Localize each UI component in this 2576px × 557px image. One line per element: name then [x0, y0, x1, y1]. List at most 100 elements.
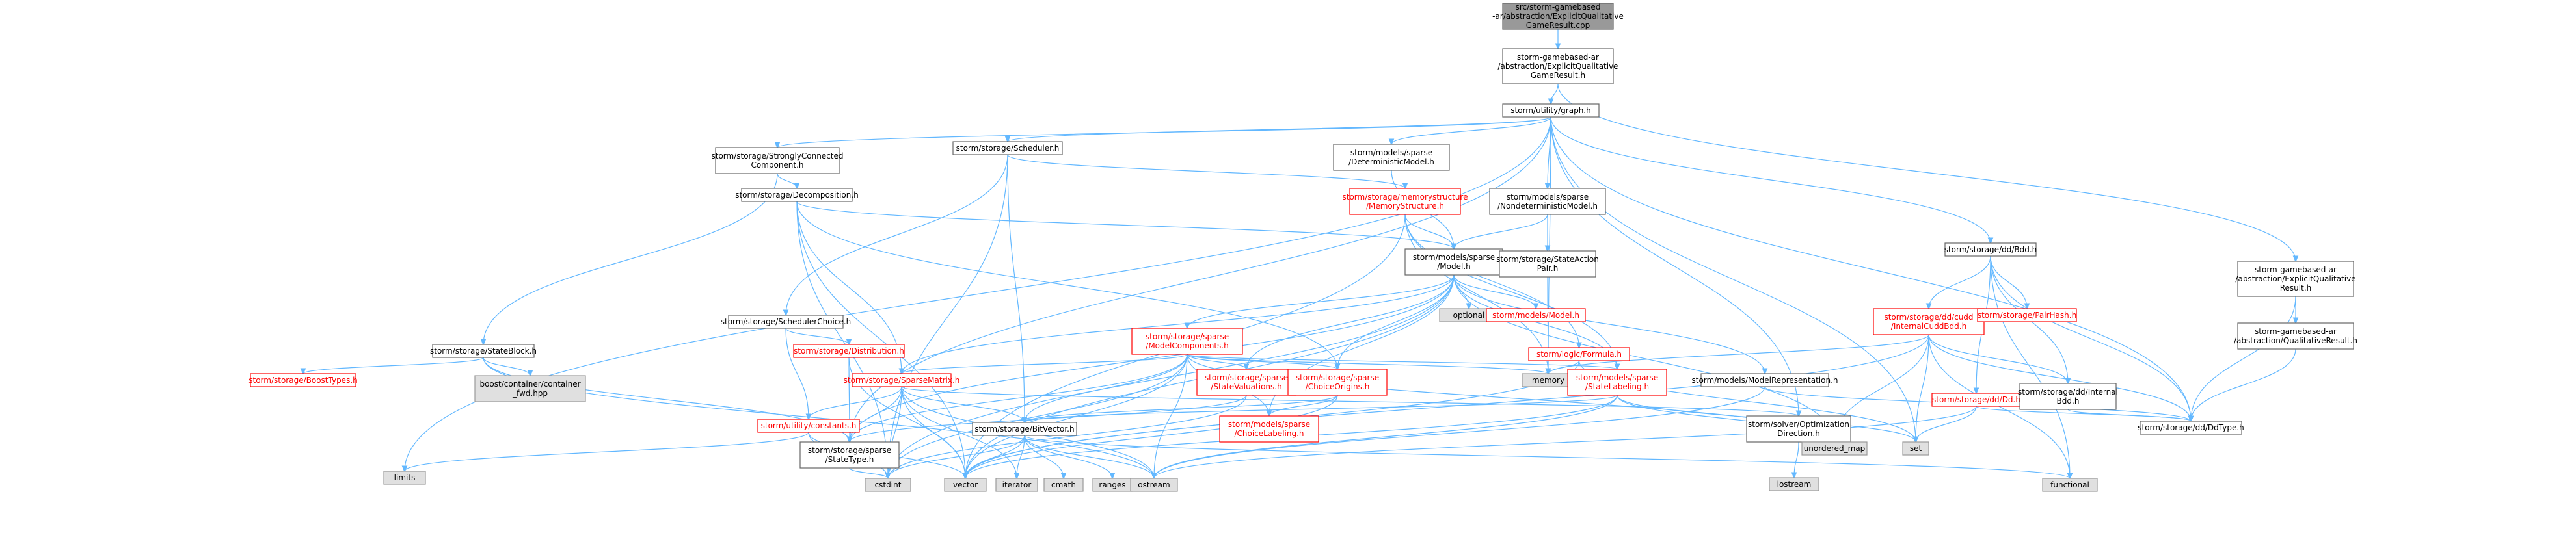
node-mcomp[interactable]: storm/storage/sparse/ModelComponents.h	[1131, 328, 1243, 355]
node-box	[741, 188, 853, 202]
node-box	[944, 478, 987, 492]
node-label-line: storm/models/sparse	[1413, 253, 1495, 262]
node-label-line: storm/models/sparse	[1350, 148, 1432, 157]
node-iterator: iterator	[995, 478, 1038, 492]
edge-schoice-to-constants	[785, 328, 809, 419]
node-label-line: /InternalCuddBdd.h	[1891, 322, 1966, 331]
node-sblock[interactable]: storm/storage/StateBlock.h	[430, 344, 537, 358]
node-modelh[interactable]: storm/models/Model.h	[1486, 308, 1586, 322]
edge-scc-to-sblock	[483, 173, 778, 344]
node-label-line: storm/storage/sparse	[808, 446, 891, 455]
node-boosttypes[interactable]: storm/storage/BoostTypes.h	[248, 373, 358, 387]
node-schoice[interactable]: storm/storage/SchedulerChoice.h	[721, 315, 852, 329]
edge-mem-to-model	[1404, 214, 1454, 249]
node-corig[interactable]: storm/storage/sparse/ChoiceOrigins.h	[1287, 369, 1388, 396]
edge-sched-to-bitvec	[1007, 154, 1025, 422]
node-bitvec[interactable]: storm/storage/BitVector.h	[972, 422, 1077, 436]
node-label-line: storm/storage/BoostTypes.h	[248, 376, 358, 385]
node-label-line: Bdd.h	[2057, 396, 2080, 406]
edge-bdd-to-pairhash	[1990, 255, 2027, 309]
node-ranges: ranges	[1092, 478, 1133, 492]
edge-model-to-modelh	[1453, 274, 1536, 309]
edge-bdd-to-functional	[1990, 255, 2070, 478]
edge-sblock-to-boosttypes	[303, 357, 484, 374]
edge-model-to-umap	[1453, 274, 1834, 442]
edge-model-to-statetype	[850, 274, 1455, 442]
node-label-line: storm/utility/graph.h	[1510, 106, 1590, 115]
node-constants[interactable]: storm/utility/constants.h	[757, 419, 860, 433]
node-model[interactable]: storm/models/sparse/Model.h	[1404, 248, 1503, 276]
node-label-line: functional	[2050, 480, 2089, 489]
node-scc[interactable]: storm/storage/StronglyConnectedComponent…	[712, 147, 844, 174]
node-ddtype[interactable]: storm/storage/dd/DdType.h	[2138, 421, 2244, 435]
edge-constants-to-limits	[405, 432, 809, 471]
node-box	[1489, 188, 1606, 215]
node-box	[715, 147, 840, 174]
node-mem[interactable]: storm/storage/memorystructure/MemoryStru…	[1343, 188, 1468, 215]
edge-ndm-to-model	[1454, 214, 1548, 249]
node-label-line: storm-gamebased-ar	[2255, 265, 2337, 274]
node-box	[2140, 421, 2242, 435]
node-label-line: unordered_map	[1804, 444, 1866, 453]
node-label-line: storm/models/sparse	[1507, 192, 1589, 201]
node-ndm[interactable]: storm/models/sparse/NondeterministicMode…	[1489, 188, 1606, 215]
node-detm[interactable]: storm/models/sparse/DeterministicModel.h	[1333, 144, 1450, 171]
edge-mem-to-slabel	[1404, 214, 1617, 369]
node-pairhash[interactable]: storm/storage/PairHash.h	[1977, 308, 2077, 322]
node-label-line: storm/storage/dd/DdType.h	[2138, 423, 2244, 432]
node-sched[interactable]: storm/storage/Scheduler.h	[952, 141, 1063, 155]
edge-decomp-to-model	[796, 201, 1454, 249]
node-label-line: storm/solver/Optimization	[1748, 420, 1849, 429]
node-label-line: storm/storage/dd/Internal	[2018, 387, 2118, 396]
edge-schoice-to-distr	[785, 328, 849, 344]
edge-ddh-to-set	[1916, 406, 1977, 442]
node-bdd[interactable]: storm/storage/dd/Bdd.h	[1944, 242, 2037, 257]
node-label-line: GameResult.h	[1531, 71, 1585, 80]
node-qr[interactable]: storm-gamebased-ar/abstraction/Qualitati…	[2234, 322, 2357, 350]
edge-optdir-to-iostream	[1794, 441, 1799, 478]
node-label-line: src/storm-gamebased	[1516, 3, 1601, 12]
node-label-line: /Model.h	[1437, 262, 1471, 271]
node-box	[1333, 144, 1450, 171]
node-slabel[interactable]: storm/models/sparse/StateLabeling.h	[1567, 369, 1667, 396]
node-label-line: Direction.h	[1777, 429, 1820, 438]
node-label-line: storm/models/ModelRepresentation.h	[1692, 376, 1838, 385]
node-root[interactable]: src/storm-gamebased-ar/abstraction/Expli…	[1492, 3, 1624, 30]
node-label-line: vector	[953, 480, 978, 489]
edge-qr-to-ddtype	[2191, 348, 2296, 421]
node-formula[interactable]: storm/logic/Formula.h	[1528, 347, 1630, 361]
node-label-line: storm/storage/StateAction	[1496, 255, 1599, 264]
node-clabel[interactable]: storm/models/sparse/ChoiceLabeling.h	[1219, 415, 1319, 443]
node-box	[728, 315, 844, 329]
node-cstdint: cstdint	[865, 478, 911, 492]
node-distr[interactable]: storm/storage/Distribution.h	[793, 344, 905, 358]
edge-smatrix-to-optdir	[901, 386, 1799, 416]
node-eqr[interactable]: storm-gamebased-ar/abstraction/ExplicitQ…	[2235, 261, 2356, 297]
node-label-line: limits	[394, 473, 416, 482]
node-label-line: storm/utility/constants.h	[761, 421, 857, 430]
edge-model-to-mcomp	[1187, 274, 1455, 328]
node-label-line: cstdint	[875, 480, 902, 489]
node-label-line: storm/storage/Distribution.h	[794, 346, 904, 356]
node-ddh[interactable]: storm/storage/dd/Dd.h	[1931, 393, 2021, 407]
node-graph[interactable]: storm/utility/graph.h	[1502, 103, 1600, 118]
node-label-line: /ModelComponents.h	[1146, 341, 1228, 350]
node-label-line: Result.h	[2280, 283, 2312, 292]
node-smatrix[interactable]: storm/storage/SparseMatrix.h	[844, 373, 960, 387]
node-mrep[interactable]: storm/models/ModelRepresentation.h	[1692, 373, 1838, 387]
node-eqgr[interactable]: storm-gamebased-ar/abstraction/ExplicitQ…	[1497, 48, 1618, 84]
node-decomp[interactable]: storm/storage/Decomposition.h	[735, 188, 859, 202]
edge-mcomp-to-bitvec	[1025, 354, 1188, 422]
edge-smatrix-to-bitvec	[901, 386, 1025, 422]
edge-mcomp-to-slabel	[1187, 354, 1617, 369]
node-sval[interactable]: storm/storage/sparse/StateValuations.h	[1196, 369, 1296, 396]
node-vector: vector	[944, 478, 987, 492]
node-statetype[interactable]: storm/storage/sparse/StateType.h	[799, 441, 900, 469]
node-box	[250, 373, 356, 387]
node-label-line: storm/storage/BitVector.h	[974, 424, 1074, 434]
node-cudd[interactable]: storm/storage/dd/cudd/InternalCuddBdd.h	[1873, 308, 1985, 335]
node-box	[995, 478, 1038, 492]
